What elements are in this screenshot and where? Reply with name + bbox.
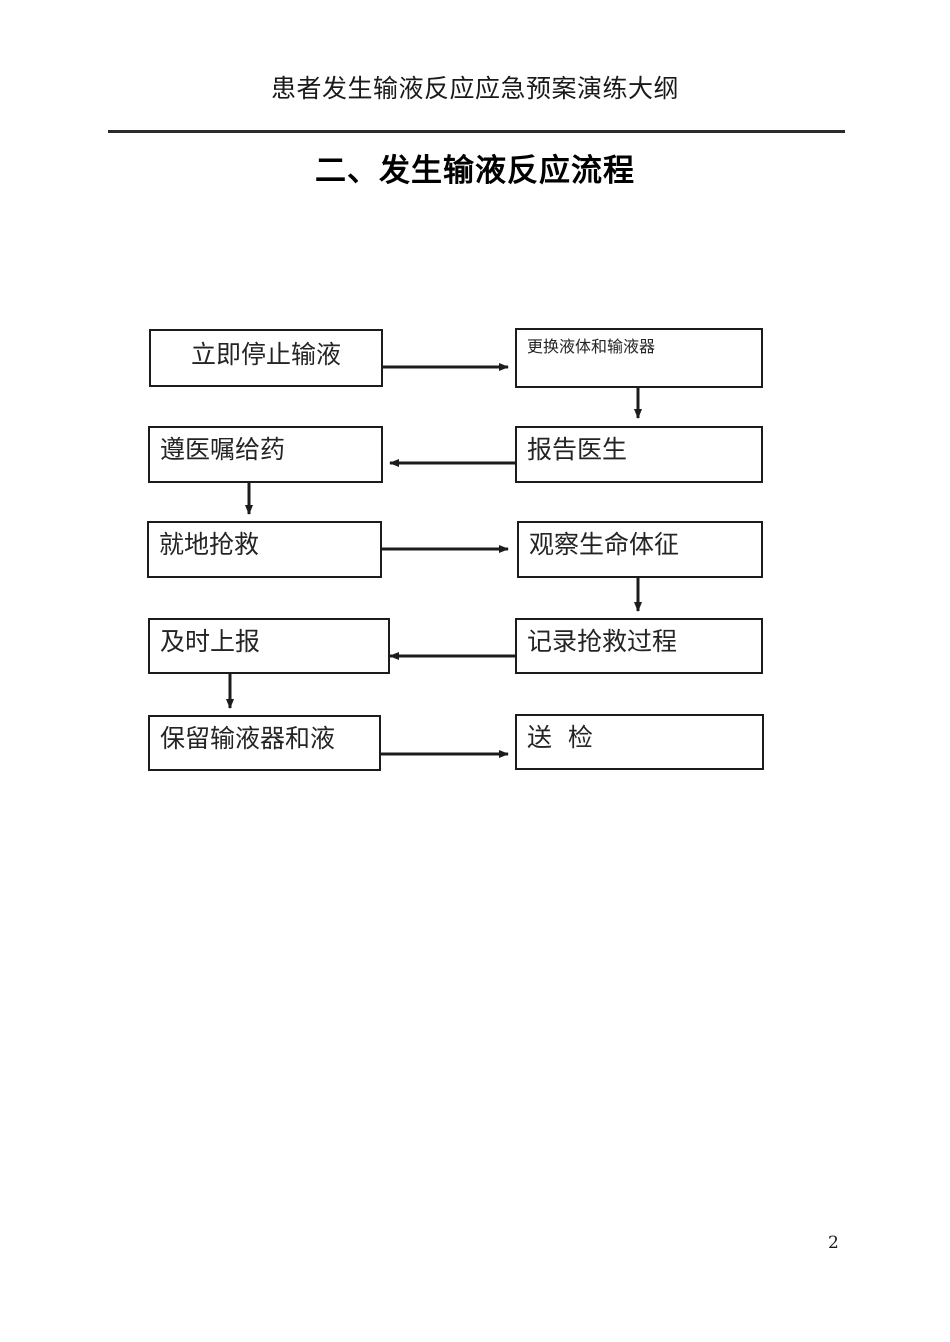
- page-title: 二、发生输液反应流程: [315, 153, 635, 189]
- flow-node-onsite-rescue: 就地抢救: [147, 521, 382, 578]
- flow-node-monitor-vital-signs: 观察生命体征: [517, 521, 763, 578]
- header-divider: [108, 130, 845, 133]
- flow-node-label: 记录抢救过程: [527, 627, 678, 656]
- flow-node-label: 报告医生: [527, 435, 628, 464]
- page-number: 2: [828, 1233, 839, 1253]
- flow-node-label: 就地抢救: [159, 530, 260, 559]
- flow-node-label: 更换液体和输液器: [527, 337, 656, 356]
- flow-node-label: 送 检: [527, 723, 593, 752]
- document-header: 患者发生输液反应应急预案演练大纲: [270, 74, 679, 103]
- flow-node-label: 立即停止输液: [190, 340, 341, 369]
- flow-node-report-to-doctor: 报告医生: [515, 426, 763, 483]
- flow-node-replace-fluid-and-set: 更换液体和输液器: [515, 328, 763, 388]
- flow-node-label: 遵医嘱给药: [160, 435, 286, 464]
- flow-node-record-rescue-process: 记录抢救过程: [515, 618, 763, 674]
- flow-node-retain-infusion-set-and-fluid: 保留输液器和液: [148, 715, 381, 771]
- flow-node-stop-infusion: 立即停止输液: [149, 329, 383, 387]
- flow-node-timely-report: 及时上报: [148, 618, 390, 674]
- flow-node-administer-per-order: 遵医嘱给药: [148, 426, 383, 483]
- flow-node-label: 观察生命体征: [529, 530, 680, 559]
- flow-node-label: 及时上报: [160, 627, 261, 656]
- flow-node-send-for-inspection: 送 检: [515, 714, 764, 770]
- flow-node-label: 保留输液器和液: [160, 724, 336, 753]
